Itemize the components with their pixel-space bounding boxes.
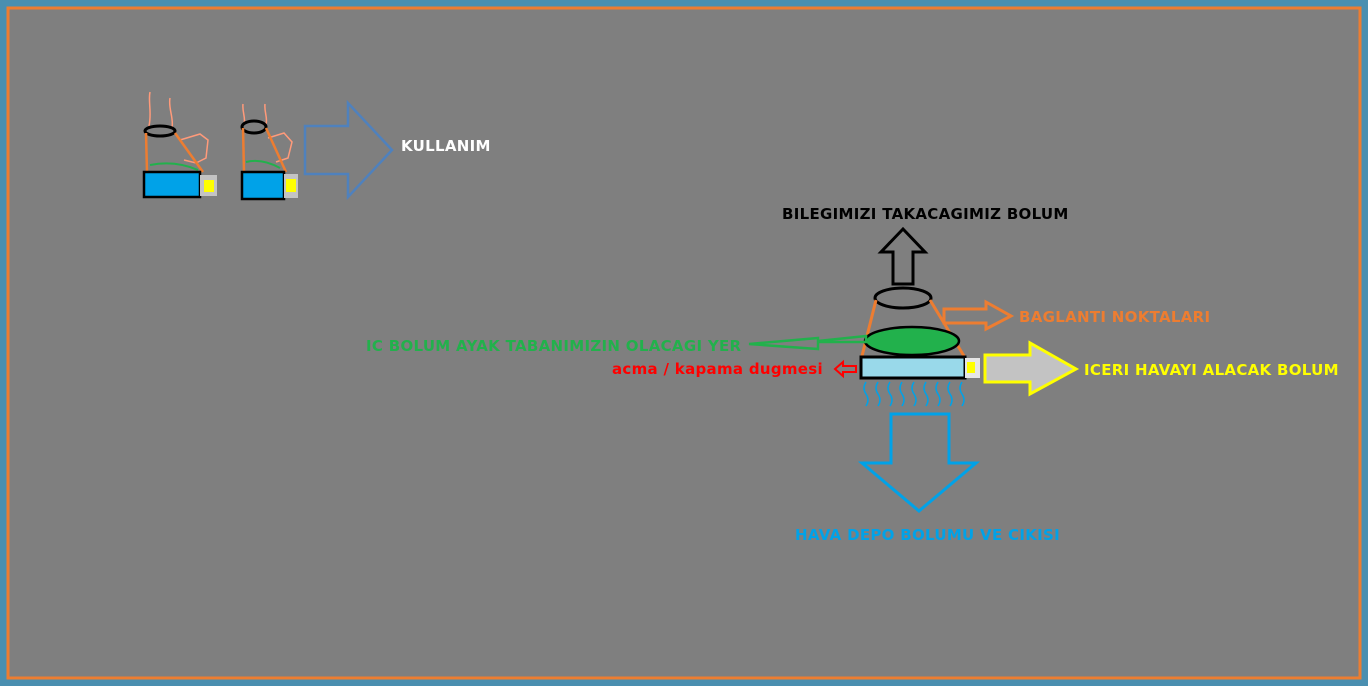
connection-points-label: BAGLANTI NOKTALARI: [1019, 308, 1210, 326]
connector-lines: [241, 127, 288, 173]
usage-arrow-icon: [303, 99, 394, 201]
on-off-button: [967, 362, 975, 373]
foot-sole-pad: [863, 325, 961, 357]
foot-sole: [245, 159, 281, 169]
foot-sole: [149, 162, 199, 171]
inner-frame: [6, 6, 1362, 680]
air-outlet-arrow-icon: [857, 412, 981, 513]
air-outlet-label: HAVA DEPO BOLUMU VE CIKISI: [795, 526, 1060, 544]
on-off-button-label: acma / kapama dugmesi: [612, 360, 823, 378]
air-intake-arrow-icon: [983, 340, 1080, 397]
button-arrow-icon: [833, 359, 857, 379]
hand-outline: [267, 132, 293, 163]
wrist-ring: [240, 119, 268, 135]
wrist-ring: [143, 124, 177, 138]
button-small: [204, 180, 214, 192]
device-base: [859, 355, 967, 380]
right-connector-line: [928, 299, 966, 357]
device-base-small: [240, 170, 286, 201]
usage-illustration-1: [142, 91, 217, 199]
left-connector-line: [860, 299, 878, 357]
connector-lines: [144, 132, 205, 173]
usage-label: KULLANIM: [401, 137, 491, 155]
wrist-part-label: BILEGIMIZI TAKACAGIMIZ BOLUM: [782, 205, 1069, 223]
foot-sole-label: IC BOLUM AYAK TABANIMIZIN OLACAGI YER: [366, 337, 742, 355]
hand-outline: [179, 133, 209, 164]
device-base-small: [142, 170, 202, 199]
leg-outline: [148, 91, 174, 129]
connection-arrow-icon: [942, 299, 1015, 332]
air-wave-icon: [863, 381, 965, 407]
button-small: [286, 179, 296, 192]
air-intake-label: ICERI HAVAYI ALACAK BOLUM: [1084, 361, 1339, 379]
usage-illustration-2: [240, 103, 298, 201]
wrist-up-arrow-icon: [877, 226, 929, 286]
wrist-ring: [873, 286, 933, 310]
foot-sole-arrow-icon: [748, 334, 868, 351]
